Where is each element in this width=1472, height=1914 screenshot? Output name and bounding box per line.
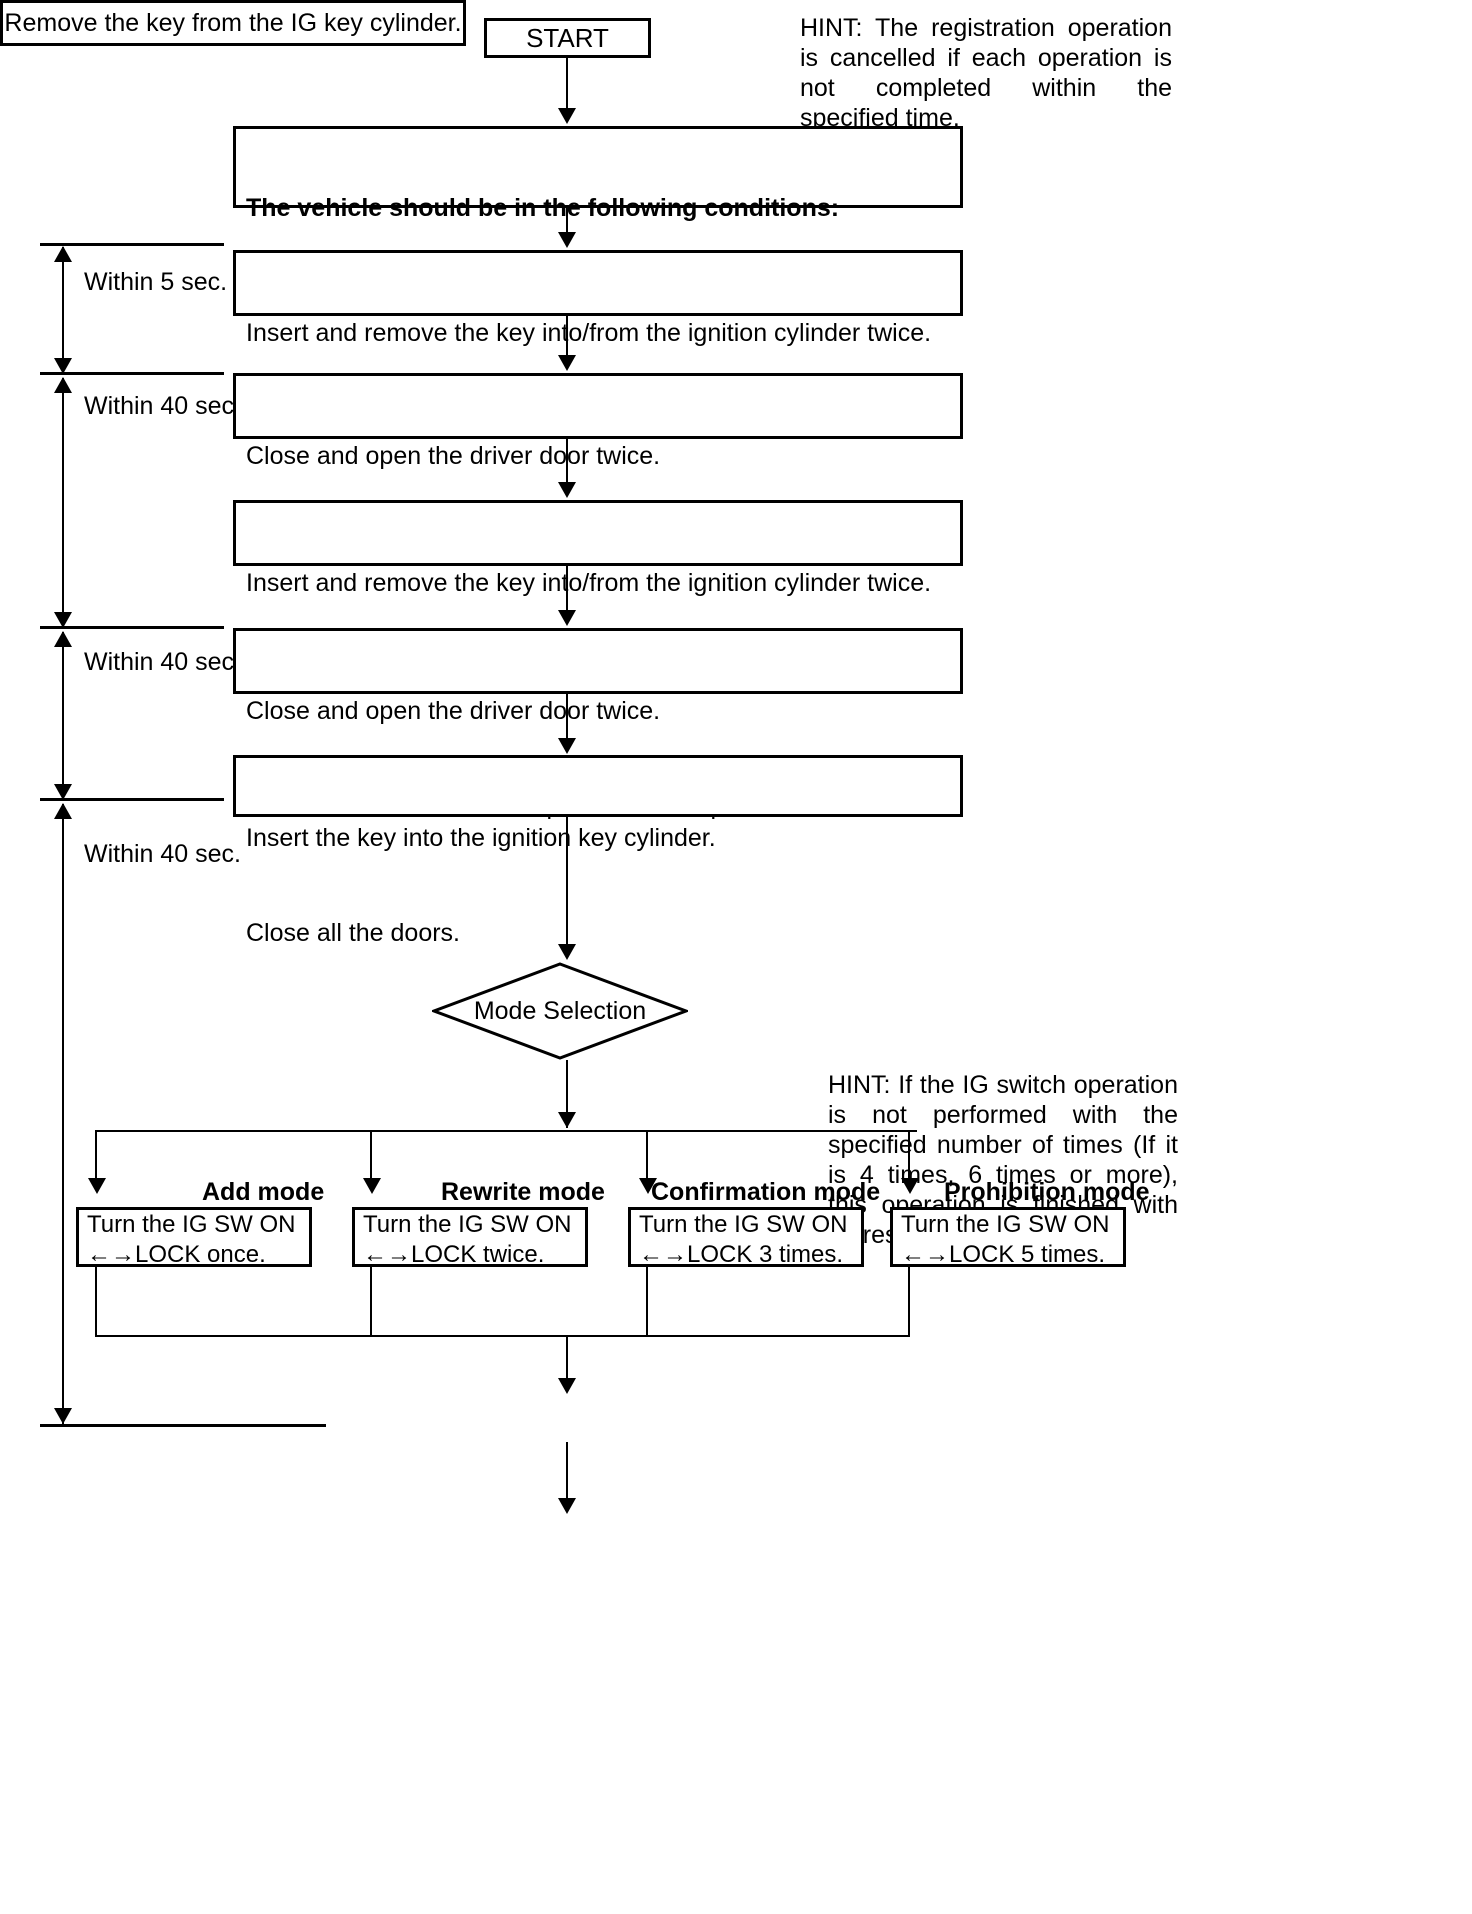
conditions-box: The vehicle should be in the following c…: [233, 126, 963, 404]
mode-line-1: Turn the IG SW ON: [639, 1211, 848, 1238]
time-label-within-5-sec: Within 5 sec.: [84, 268, 228, 296]
rail-arrow-down-3: [54, 784, 72, 800]
step-line-1: Insert the key into the ignition key cyl…: [246, 824, 716, 852]
rail-line-1: [62, 247, 64, 373]
step-close-open-door-twice-1: Close and open the driver door twice. Cl…: [233, 373, 963, 565]
merge-drop-prohibition: [908, 1267, 910, 1337]
arrowhead-step3-to-step4: [558, 610, 576, 626]
rail-tick-bottom-2: [40, 626, 224, 629]
step-close-open-door-twice-2: Close and open the driver door twice. Cl…: [233, 628, 963, 820]
start-label: START: [526, 23, 609, 53]
connector-start-to-conditions: [566, 58, 568, 110]
rail-tick-bottom-1: [40, 372, 224, 375]
arrowhead-step5-to-decision: [558, 944, 576, 960]
arrowhead-step1-to-step2: [558, 355, 576, 371]
rail-arrow-up-1: [54, 246, 72, 262]
mode-box-add: Turn the IG SW ON ←→LOCK once.: [76, 1207, 312, 1268]
merge-drop-add: [95, 1267, 97, 1337]
mode-title-rewrite: Rewrite mode: [441, 1178, 605, 1206]
branch-drop-confirmation: [646, 1130, 648, 1182]
time-label-within-40-sec-3: Within 40 sec.: [84, 840, 242, 868]
branch-drop-prohibition: [908, 1130, 910, 1182]
mode-line-2: ←→LOCK twice.: [363, 1241, 545, 1268]
branch-drop-rewrite: [370, 1130, 372, 1182]
mode-line-1: Turn the IG SW ON: [901, 1211, 1110, 1238]
mode-line-1: Turn the IG SW ON: [363, 1211, 572, 1238]
mode-title-add: Add mode: [202, 1178, 325, 1206]
mode-line-2: ←→LOCK once.: [87, 1241, 266, 1268]
mode-box-prohibition: Turn the IG SW ON ←→LOCK 5 times.: [890, 1207, 1126, 1268]
arrowhead-branch-add: [88, 1178, 106, 1194]
step-line-1: Close and open the driver door twice.: [246, 697, 661, 725]
rail-line-4: [62, 804, 64, 1424]
rail-arrow-down-2: [54, 612, 72, 628]
arrowhead-branch-rewrite: [363, 1178, 381, 1194]
merge-drop-rewrite: [370, 1267, 372, 1337]
arrowhead-conditions-to-step1: [558, 232, 576, 248]
diamond-shape: [429, 962, 691, 1060]
mode-title-prohibition: Prohibition mode: [944, 1178, 1150, 1206]
arrowhead-final-exit: [558, 1498, 576, 1514]
connector-final-exit: [566, 1442, 568, 1502]
time-label-within-40-sec-2: Within 40 sec.: [84, 648, 242, 676]
step-line-1: Close and open the driver door twice.: [246, 442, 661, 470]
rail-arrow-down-4: [54, 1408, 72, 1424]
connector-step3-to-step4: [566, 566, 568, 612]
arrowhead-branch-confirmation: [639, 1178, 657, 1194]
mode-title-confirmation: Confirmation mode: [651, 1178, 881, 1206]
rail-arrow-up-2: [54, 377, 72, 393]
merge-drop-confirmation: [646, 1267, 648, 1337]
branch-drop-add: [95, 1130, 97, 1182]
step-insert-remove-once: Insert and remove the key into/from the …: [233, 500, 963, 692]
branch-bus-top: [95, 1130, 917, 1132]
mode-box-rewrite: Turn the IG SW ON ←→LOCK twice.: [352, 1207, 588, 1268]
connector-step4-to-step5: [566, 694, 568, 740]
mode-line-1: Turn the IG SW ON: [87, 1211, 296, 1238]
arrowhead-bus-to-final: [558, 1378, 576, 1394]
connector-bus-to-final: [566, 1335, 568, 1381]
step-remove-key: Remove the key from the IG key cylinder.: [0, 0, 466, 46]
connector-step1-to-step2: [566, 316, 568, 358]
arrowhead-start-to-conditions: [558, 108, 576, 124]
time-label-within-40-sec-1: Within 40 sec.: [84, 392, 242, 420]
mode-line-2: ←→LOCK 5 times.: [901, 1241, 1106, 1268]
decision-label: Mode Selection: [473, 996, 647, 1025]
hint-registration-cancel: HINT: The registration operation is canc…: [800, 14, 1172, 132]
rail-tick-bottom-3: [40, 798, 224, 801]
step-line-2: Close all the doors.: [246, 919, 461, 947]
conditions-header: The vehicle should be in the following c…: [246, 194, 840, 222]
decision-mode-selection: Mode Selection: [429, 962, 691, 1060]
connector-step2-to-step3: [566, 439, 568, 485]
connector-decision-to-bus: [566, 1060, 568, 1128]
step-line-1: Insert and remove the key into/from the …: [246, 569, 932, 597]
arrowhead-step2-to-step3: [558, 482, 576, 498]
step-line-1: Insert and remove the key into/from the …: [246, 319, 932, 347]
arrowhead-step4-to-step5: [558, 738, 576, 754]
rail-line-3: [62, 632, 64, 798]
step-insert-key-close-doors: Insert the key into the ignition key cyl…: [233, 755, 963, 947]
arrowhead-decision-to-bus: [558, 1112, 576, 1128]
mode-box-confirmation: Turn the IG SW ON ←→LOCK 3 times.: [628, 1207, 864, 1268]
arrowhead-branch-prohibition: [901, 1178, 919, 1194]
final-step-label: Remove the key from the IG key cylinder.: [4, 9, 462, 37]
start-terminator: START: [484, 18, 651, 58]
rail-tick-top-1: [40, 243, 224, 246]
connector-step5-to-decision: [566, 817, 568, 945]
rail-line-2: [62, 378, 64, 626]
mode-line-2: ←→LOCK 3 times.: [639, 1241, 844, 1268]
rail-arrow-up-4: [54, 803, 72, 819]
connector-conditions-to-step1: [566, 208, 568, 234]
rail-tick-bottom-4: [40, 1424, 326, 1427]
step-insert-remove-twice: Insert and remove the key into/from the …: [233, 250, 963, 442]
rail-arrow-down-1: [54, 358, 72, 374]
rail-arrow-up-3: [54, 631, 72, 647]
merge-bus-bottom: [95, 1335, 910, 1337]
